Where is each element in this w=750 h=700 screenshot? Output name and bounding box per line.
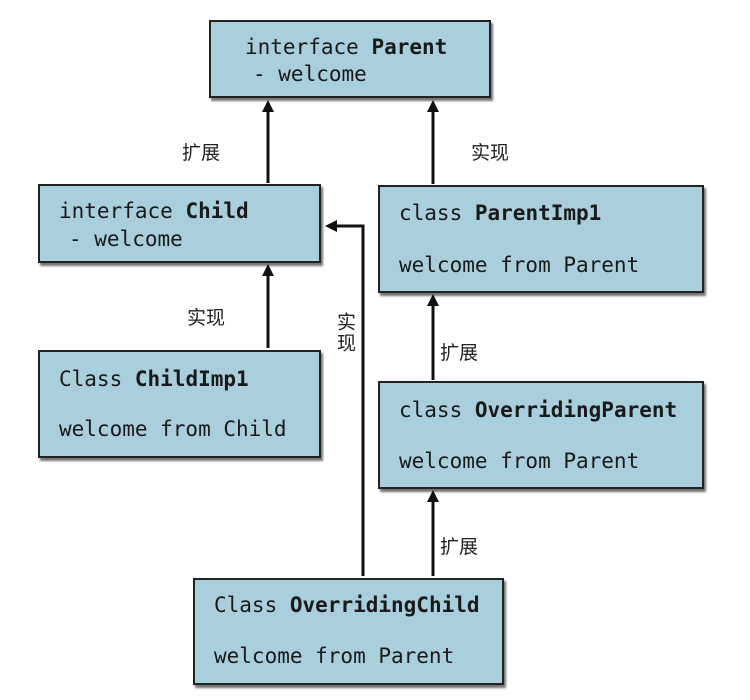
class-childimpl-box: Class ChildImp1 welcome from Child [38, 350, 321, 458]
interface-child-member: - welcome [69, 227, 183, 251]
interface-child-kind: interface [59, 199, 173, 223]
label-overridingchild-implements-child: 实现 [334, 312, 356, 354]
class-overridingchild-message: welcome from Parent [214, 644, 455, 668]
label-overridingchild-extends-overridingparent: 扩展 [440, 536, 479, 558]
class-overridingchild-box: Class OverridingChild welcome from Paren… [193, 578, 504, 685]
label-childimpl-implements-child: 实现 [187, 307, 226, 329]
label-overridingparent-extends-parentimpl: 扩展 [440, 342, 479, 364]
class-parentimpl-name: ParentImp1 [474, 201, 602, 225]
interface-child-box: interface Child - welcome [38, 184, 321, 263]
edge-overridingchild-implements-child [325, 220, 365, 576]
class-overridingparent-name: OverridingParent [474, 398, 678, 422]
class-overridingparent-heading: class OverridingParent [399, 397, 677, 423]
class-parentimpl-message: welcome from Parent [399, 253, 640, 277]
class-childimpl-heading: Class ChildImp1 [59, 366, 249, 392]
interface-parent-heading: interface Parent [245, 34, 447, 60]
class-overridingchild-name: OverridingChild [289, 593, 480, 617]
class-overridingchild-kind: Class [214, 593, 278, 617]
class-parentimpl-heading: class ParentImp1 [399, 200, 601, 226]
label-child-extends-parent: 扩展 [182, 142, 221, 164]
class-overridingparent-box: class OverridingParent welcome from Pare… [378, 381, 704, 489]
interface-parent-kind: interface [245, 35, 359, 59]
interface-child-name: Child [185, 199, 249, 223]
interface-parent-name: Parent [371, 35, 448, 59]
class-overridingchild-heading: Class OverridingChild [214, 592, 480, 618]
label-parentimpl-implements-parent: 实现 [471, 142, 510, 164]
interface-child-heading: interface Child [59, 198, 249, 224]
class-childimpl-name: ChildImp1 [134, 367, 249, 391]
class-overridingparent-kind: class [399, 398, 463, 422]
class-childimpl-message: welcome from Child [59, 417, 287, 441]
class-childimpl-kind: Class [59, 367, 123, 391]
interface-parent-box: interface Parent - welcome [209, 20, 491, 98]
class-parentimpl-kind: class [399, 201, 463, 225]
class-overridingparent-message: welcome from Parent [399, 449, 640, 473]
interface-parent-member: - welcome [253, 62, 367, 86]
class-parentimpl-box: class ParentImp1 welcome from Parent [378, 185, 704, 293]
